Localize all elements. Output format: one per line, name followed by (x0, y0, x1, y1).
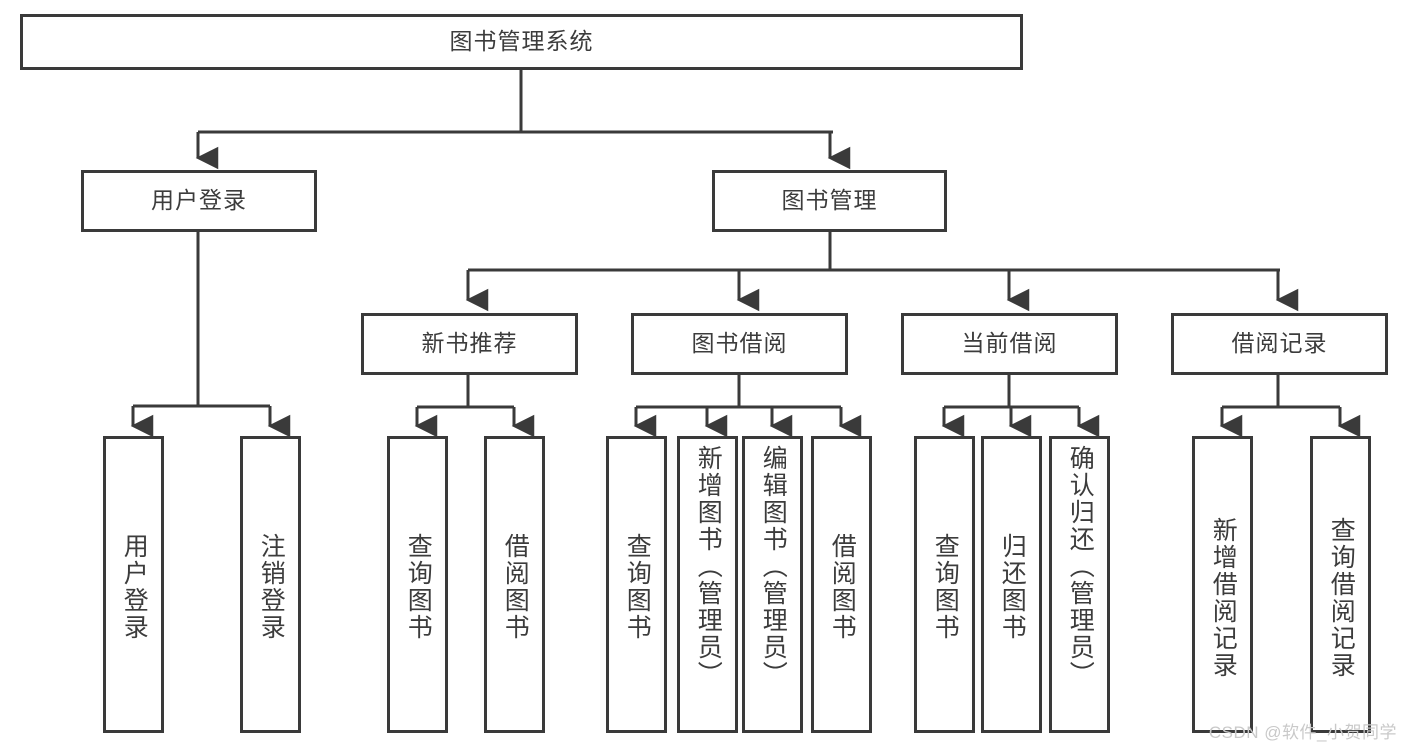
node-label: 借阅记录 (1231, 330, 1328, 357)
leaf-record-query-record[interactable]: 查询借阅记录 (1310, 436, 1371, 733)
node-new-book-recommend[interactable]: 新书推荐 (361, 313, 578, 375)
leaf-user-login-logout[interactable]: 注销登录 (240, 436, 301, 733)
node-current-borrow[interactable]: 当前借阅 (901, 313, 1118, 375)
leaf-record-add-record[interactable]: 新增借阅记录 (1192, 436, 1253, 733)
node-label: 图书管理 (781, 187, 878, 214)
node-label: 新增借阅记录 (1209, 517, 1238, 679)
node-label: 归还图书 (998, 533, 1027, 641)
node-label: 借阅图书 (828, 533, 857, 641)
node-label: 查询图书 (623, 533, 652, 641)
node-label: 图书借阅 (691, 330, 788, 357)
node-root-system[interactable]: 图书管理系统 (20, 14, 1023, 70)
node-user-login[interactable]: 用户登录 (81, 170, 317, 232)
leaf-current-query-book[interactable]: 查询图书 (914, 436, 975, 733)
node-label: 查询借阅记录 (1327, 517, 1356, 679)
leaf-new-book-query[interactable]: 查询图书 (387, 436, 448, 733)
leaf-borrow-edit-book-admin[interactable]: 编辑图书（管理员） (742, 436, 803, 733)
node-label: 新增图书（管理员） (694, 445, 723, 688)
leaf-borrow-add-book-admin[interactable]: 新增图书（管理员） (677, 436, 738, 733)
node-label: 用户登录 (120, 533, 149, 641)
node-label: 图书管理系统 (449, 28, 594, 55)
node-book-borrow[interactable]: 图书借阅 (631, 313, 848, 375)
node-label: 借阅图书 (501, 533, 530, 641)
leaf-borrow-query-book[interactable]: 查询图书 (606, 436, 667, 733)
node-label: 确认归还（管理员） (1066, 445, 1095, 688)
node-label: 查询图书 (404, 533, 433, 641)
leaf-new-book-borrow[interactable]: 借阅图书 (484, 436, 545, 733)
leaf-current-confirm-return-admin[interactable]: 确认归还（管理员） (1049, 436, 1110, 733)
node-book-management[interactable]: 图书管理 (712, 170, 947, 232)
node-label: 注销登录 (257, 533, 286, 641)
node-borrow-record[interactable]: 借阅记录 (1171, 313, 1388, 375)
leaf-user-login-login[interactable]: 用户登录 (103, 436, 164, 733)
node-label: 新书推荐 (421, 330, 518, 357)
leaf-current-return-book[interactable]: 归还图书 (981, 436, 1042, 733)
leaf-borrow-borrow-book[interactable]: 借阅图书 (811, 436, 872, 733)
csdn-watermark: CSDN @软件_小贺同学 (1208, 723, 1397, 742)
node-label: 用户登录 (151, 187, 247, 214)
node-label: 查询图书 (931, 533, 960, 641)
node-label: 当前借阅 (961, 330, 1058, 357)
node-label: 编辑图书（管理员） (759, 445, 788, 688)
